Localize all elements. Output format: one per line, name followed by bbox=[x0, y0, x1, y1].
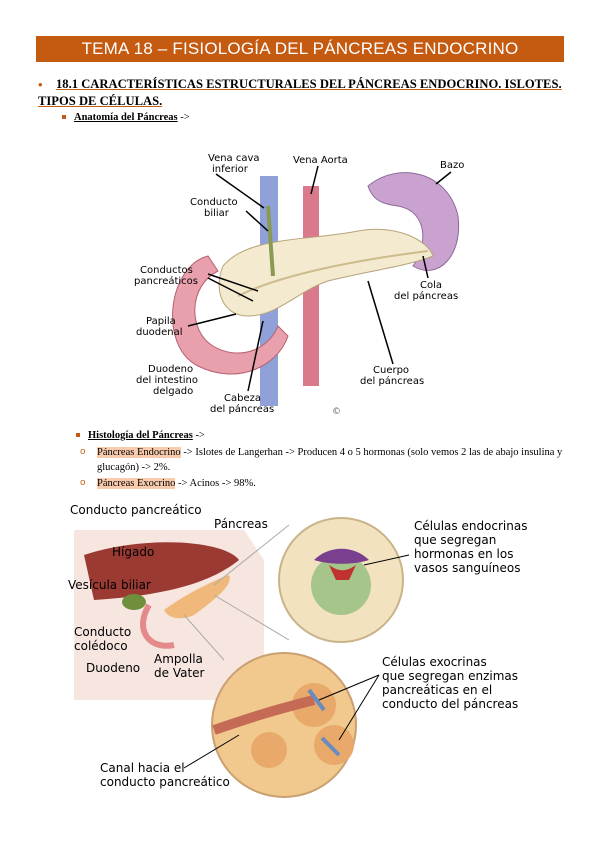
label-conducto-biliar-2: biliar bbox=[204, 208, 230, 219]
fig2-label-exocrinas-2: que segregan enzimas bbox=[382, 669, 518, 683]
label-vena-cava-2: inferior bbox=[212, 164, 249, 175]
list-item: o Páncreas Exocrino -> Acinos -> 98%. bbox=[80, 476, 570, 491]
fig2-label-pancreas: Páncreas bbox=[214, 517, 268, 531]
histology-subheading: Histología del Páncreas -> bbox=[76, 430, 205, 441]
circle-bullet-icon: o bbox=[80, 478, 86, 488]
label-vena-cava: Vena cava bbox=[208, 153, 260, 164]
label-cuerpo-2: del páncreas bbox=[360, 375, 424, 387]
fig2-label-ampolla-2: de Vater bbox=[154, 666, 205, 680]
fig2-label-canal-2: conducto pancreático bbox=[100, 775, 230, 789]
label-cabeza: Cabeza bbox=[224, 393, 261, 404]
list-item: o Páncreas Endocrino -> Islotes de Lange… bbox=[80, 445, 570, 475]
histology-label: Histología del Páncreas bbox=[88, 430, 193, 441]
fig2-label-conducto-pancreatico: Conducto pancreático bbox=[70, 503, 202, 517]
label-conducto-biliar: Conducto bbox=[190, 197, 238, 208]
label-bazo: Bazo bbox=[440, 160, 464, 171]
square-bullet-icon bbox=[62, 114, 66, 119]
fig2-label-vesicula: Vesícula biliar bbox=[68, 578, 151, 592]
label-duodeno-3: delgado bbox=[153, 386, 193, 397]
label-cola: Cola bbox=[420, 280, 442, 291]
fig2-label-exocrinas-4: conducto del páncreas bbox=[382, 697, 518, 711]
highlight-exocrino: Páncreas Exocrino bbox=[97, 478, 176, 489]
fig2-label-endocrinas: Células endocrinas bbox=[414, 519, 527, 533]
label-cuerpo: Cuerpo bbox=[373, 365, 409, 376]
item-text: -> Islotes de Langerhan -> Producen 4 o … bbox=[97, 447, 563, 473]
label-duodeno-2: del intestino bbox=[136, 375, 198, 386]
fig2-label-exocrinas-3: pancreáticas en el bbox=[382, 683, 492, 697]
anatomy-subheading: Anatomía del Páncreas -> bbox=[62, 112, 190, 123]
fig2-label-endocrinas-2: que segregan bbox=[414, 533, 496, 547]
fig2-label-higado: Hígado bbox=[112, 545, 154, 559]
section-heading-text: 18.1 CARACTERÍSTICAS ESTRUCTURALES DEL P… bbox=[38, 77, 562, 108]
anatomy-label: Anatomía del Páncreas bbox=[74, 112, 178, 123]
label-cabeza-2: del páncreas bbox=[210, 403, 274, 415]
fig2-label-canal: Canal hacia el bbox=[100, 761, 185, 775]
square-bullet-icon bbox=[76, 432, 80, 437]
label-duodeno: Duodeno bbox=[148, 364, 193, 375]
label-papila: Papila bbox=[146, 316, 176, 327]
fig2-label-duodeno: Duodeno bbox=[86, 661, 140, 675]
page-title: TEMA 18 – FISIOLOGÍA DEL PÁNCREAS ENDOCR… bbox=[36, 36, 564, 62]
fig2-label-exocrinas: Células exocrinas bbox=[382, 655, 487, 669]
fig2-label-endocrinas-4: vasos sanguíneos bbox=[414, 561, 520, 575]
fig2-label-coledoco: Conducto bbox=[74, 625, 131, 639]
label-vena-aorta: Vena Aorta bbox=[293, 155, 348, 166]
pancreas-anatomy-figure: Vena cava inferior Vena Aorta Bazo Condu… bbox=[134, 153, 464, 416]
label-cola-2: del páncreas bbox=[394, 290, 458, 302]
fig2-label-ampolla: Ampolla bbox=[154, 652, 203, 666]
histology-arrow: -> bbox=[192, 430, 205, 441]
section-heading: • 18.1 CARACTERÍSTICAS ESTRUCTURALES DEL… bbox=[38, 76, 568, 110]
fig2-label-coledoco-2: colédoco bbox=[74, 639, 128, 653]
circle-bullet-icon: o bbox=[80, 447, 86, 457]
fig2-label-endocrinas-3: hormonas en los bbox=[414, 547, 513, 561]
item-text: -> Acinos -> 98%. bbox=[175, 478, 256, 489]
label-conductos-2: pancreáticos bbox=[134, 275, 198, 287]
anatomy-arrow: -> bbox=[177, 112, 190, 123]
highlight-endocrino: Páncreas Endocrino bbox=[97, 447, 181, 458]
label-papila-2: duodenal bbox=[136, 327, 183, 338]
credit-mark: © bbox=[332, 407, 341, 416]
histology-figure: Conducto pancreático Páncreas Hígado Ves… bbox=[64, 500, 536, 802]
label-conductos: Conductos bbox=[140, 265, 193, 276]
section-bullet: • bbox=[38, 77, 43, 92]
histology-list: o Páncreas Endocrino -> Islotes de Lange… bbox=[80, 445, 570, 492]
